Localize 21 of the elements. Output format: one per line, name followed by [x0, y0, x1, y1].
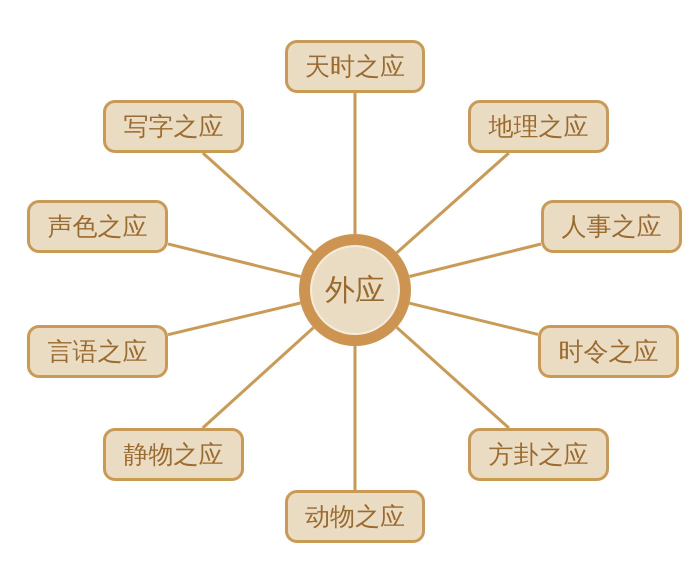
connector-line: [354, 346, 356, 490]
connector-line: [202, 326, 314, 430]
center-circle: 外应: [299, 234, 411, 346]
connector-line: [396, 326, 510, 430]
connector-line: [168, 242, 301, 278]
topic-box: 写字之应: [103, 100, 244, 153]
connector-line: [396, 152, 510, 254]
connector-line: [354, 93, 356, 234]
topic-box: 言语之应: [27, 325, 168, 378]
topic-box: 动物之应: [285, 490, 425, 543]
topic-box: 静物之应: [103, 428, 244, 481]
topic-box: 人事之应: [541, 200, 682, 253]
topic-box: 方卦之应: [468, 428, 609, 481]
connector-line: [409, 242, 542, 278]
connector-line: [202, 152, 314, 254]
topic-box: 声色之应: [27, 200, 168, 253]
topic-box: 天时之应: [285, 40, 425, 93]
topic-box: 时令之应: [538, 325, 679, 378]
connector-line: [168, 302, 301, 336]
topic-box: 地理之应: [468, 100, 609, 153]
connector-line: [409, 302, 538, 336]
